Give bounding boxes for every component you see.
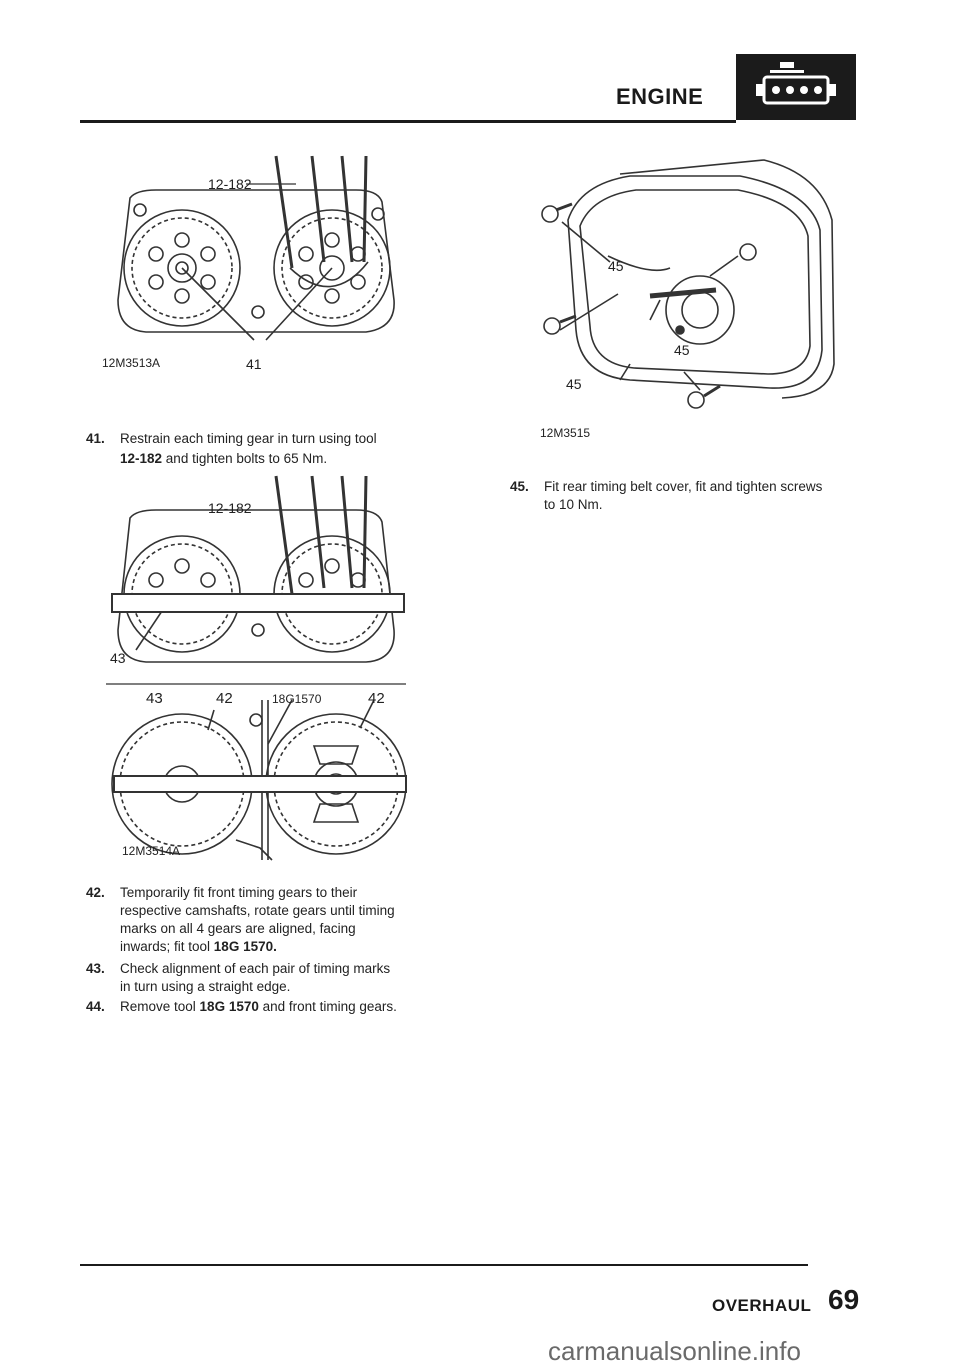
section-title: ENGINE [616,84,704,109]
step-45: 45. Fit rear timing belt cover, fit and … [510,478,890,518]
footer-rule [80,1264,808,1266]
step-number: 43. [86,961,105,976]
figure-timing-gears-tool: 12-182 12M3513A 41 [96,150,416,380]
step-text-post: and front timing gears. [258,999,397,1014]
tool-label: 12-182 [208,500,252,516]
figure-front-timing-gears-tool: 43 42 18G1570 42 12M3514A [96,680,416,870]
callout-number: 45 [674,342,690,358]
step-41: 41. Restrain each timing gear in turn us… [86,430,446,470]
engine-icon [736,54,856,120]
step-42: 42. Temporarily fit front timing gears t… [86,884,466,968]
callout-number: 42 [216,690,233,707]
tool-reference: 12-182 [120,451,163,466]
step-text-line1: Fit rear timing belt cover, fit and tigh… [544,479,823,494]
step-43: 43. Check alignment of each pair of timi… [86,960,466,1000]
figure-reference: 12M3515 [540,426,591,440]
step-text-line2: to 10 Nm. [544,497,603,512]
step-text: Remove tool 18G 1570 and front timing ge… [120,998,397,1016]
step-text-line2: 12-182 and tighten bolts to 65 Nm. [120,450,327,468]
step-text-line3: marks on all 4 gears are aligned, facing [120,921,356,936]
step-text-pre: inwards; fit tool [120,939,214,954]
tool-reference: 18G 1570. [213,939,277,954]
step-text-line1: Check alignment of each pair of timing m… [120,961,391,976]
step-number: 42. [86,885,105,900]
step-text-line1: Temporarily fit front timing gears to th… [120,885,358,900]
step-number: 44. [86,999,105,1014]
watermark: carmanualsonline.info [548,1336,801,1366]
tool-reference: 18G 1570 [199,999,259,1014]
page-number: 69 [828,1284,860,1315]
step-44: 44. Remove tool 18G 1570 and front timin… [86,998,466,1018]
tool-label: 12-182 [208,176,252,192]
step-text-line4: inwards; fit tool 18G 1570. [120,938,277,956]
callout-number: 43 [146,690,163,707]
figure-rear-timing-belt-cover: 45 45 45 12M3515 [520,150,840,440]
step-number: 45. [510,479,529,494]
tool-label: 18G1570 [272,692,322,706]
callout-number: 43 [110,650,126,666]
step-text-pre: Remove tool [120,999,200,1014]
callout-number: 45 [566,376,582,392]
figure-reference: 12M3514A [122,844,181,858]
step-text-line2: in turn using a straight edge. [120,979,291,994]
step-number: 41. [86,431,105,446]
figure-reference: 12M3513A [102,356,161,370]
callout-number: 41 [246,356,262,372]
callout-number: 42 [368,690,385,707]
callout-number: 45 [608,258,624,274]
footer-section-label: OVERHAUL [712,1296,812,1315]
step-text-rest: and tighten bolts to 65 Nm. [162,451,328,466]
step-text-line2: respective camshafts, rotate gears until… [120,903,395,918]
figure-gears-straight-edge: 12-182 43 [96,470,416,690]
header-rule [80,120,736,123]
step-text: Restrain each timing gear in turn using … [120,431,377,446]
